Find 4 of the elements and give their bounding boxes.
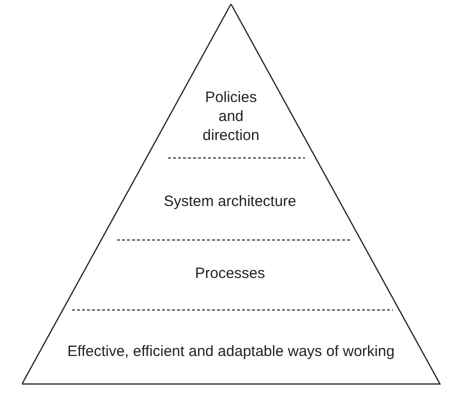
layer-label: Policies and direction	[202, 88, 260, 144]
layer-label: Effective, efficient and adaptable ways of working	[67, 342, 395, 360]
layer-label: System architecture	[164, 192, 296, 210]
layer-label: Processes	[194, 264, 266, 282]
